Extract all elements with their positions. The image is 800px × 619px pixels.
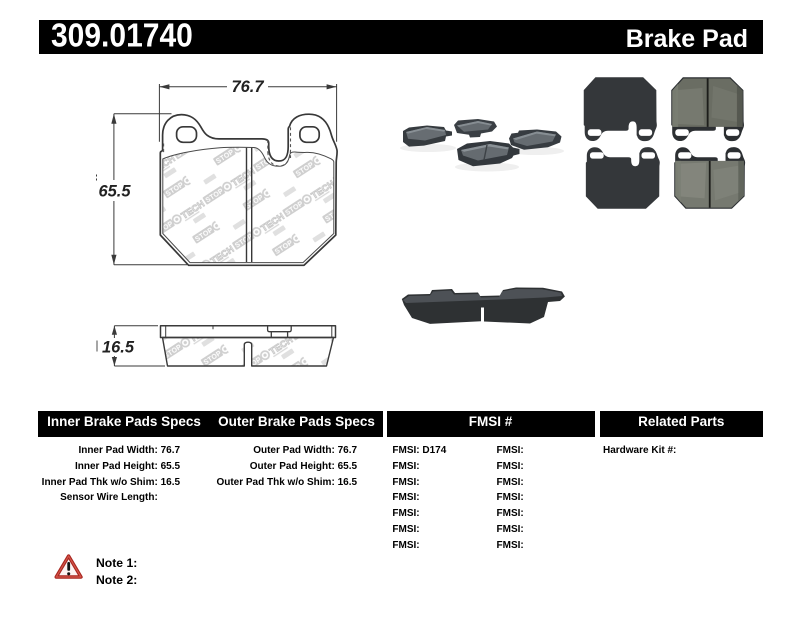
svg-text:76.7: 76.7 (231, 78, 264, 96)
svg-text:65.5: 65.5 (98, 183, 131, 201)
svg-text:16.5: 16.5 (102, 339, 135, 357)
